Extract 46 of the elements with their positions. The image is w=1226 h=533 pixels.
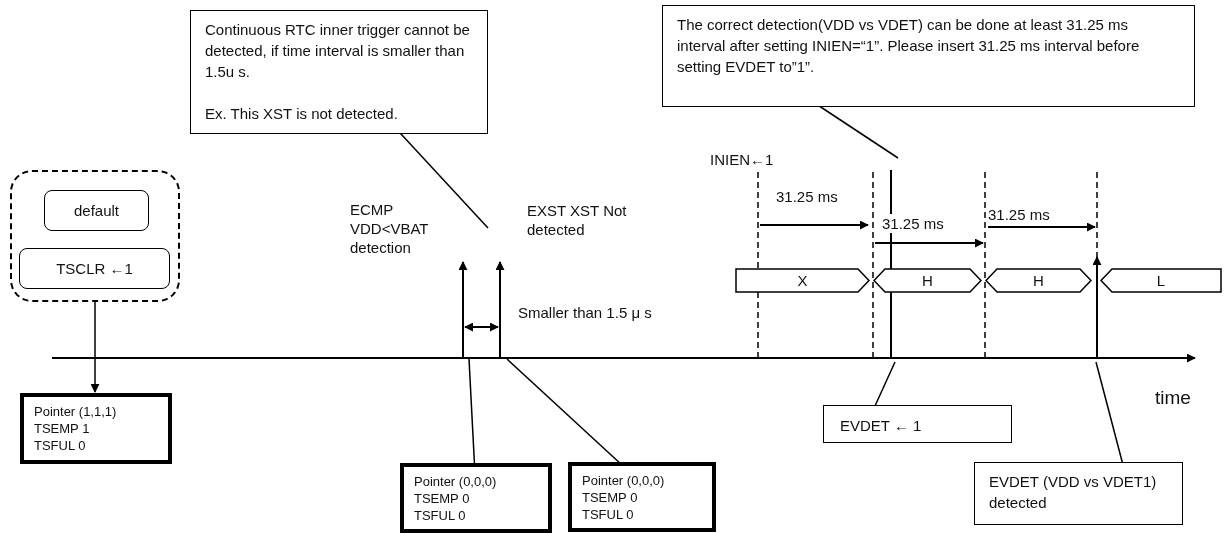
arrow — [90, 300, 100, 393]
dimension-label: 31.25 ms — [882, 214, 944, 233]
node-text: Ex. This XST is not detected. — [205, 104, 399, 124]
leader-line — [506, 358, 621, 464]
callout-box — [190, 10, 488, 134]
callout-tail — [874, 361, 896, 407]
bus-segment — [735, 268, 870, 293]
register-value: Pointer (0,0,0) — [582, 472, 666, 489]
callout-tail — [399, 132, 489, 229]
callout-box — [823, 405, 1012, 443]
register-value: TSEMP 0 — [414, 490, 471, 507]
register-box — [20, 393, 172, 464]
dashed-group-box — [10, 170, 180, 302]
callout-box — [662, 5, 1195, 107]
node-text: X — [797, 272, 808, 289]
node-text: TSCLR ←1 — [56, 260, 133, 277]
register-value: TSFUL 0 — [582, 506, 635, 523]
node-text: EVDET ← 1 — [840, 416, 923, 436]
node-text: Continuous RTC inner trigger cannot be detected, if time interval is smaller than 1.5u s. — [205, 20, 471, 82]
callout-box — [974, 462, 1183, 525]
node-text: L — [1156, 272, 1166, 289]
bus-segment — [1100, 268, 1222, 293]
callout-tail — [1095, 361, 1124, 464]
rounded-box — [44, 190, 149, 231]
node-text: The correct detection(VDD vs VDET) can be done at least 31.25 ms interval after setting INIEN=“1”. Please insert 31.25 ms interval before setting EVDET to”1”. — [677, 15, 1141, 77]
signal-label: ECMP VDD<VBAT detection — [350, 200, 430, 257]
node-text: H — [922, 272, 933, 289]
register-box — [400, 463, 552, 533]
signal-label: EXST XST Not detected — [527, 201, 627, 239]
register-value: TSEMP 1 — [34, 420, 91, 437]
node-text: default — [73, 202, 119, 219]
node-text: H — [1033, 272, 1044, 289]
bus-segment — [873, 268, 982, 293]
callout-tail — [818, 105, 899, 159]
rounded-box — [19, 248, 170, 289]
register-value: TSFUL 0 — [414, 507, 467, 524]
register-value: TSEMP 0 — [582, 489, 639, 506]
leader-line — [468, 358, 476, 465]
register-value: TSFUL 0 — [34, 437, 87, 454]
axis-label: time — [1155, 388, 1192, 407]
signal-label: INIEN←1 — [710, 150, 775, 169]
register-box — [568, 462, 716, 532]
register-value: Pointer (0,0,0) — [414, 473, 498, 490]
register-value: Pointer (1,1,1) — [34, 403, 118, 420]
node-text: EVDET (VDD vs VDET1) detected — [989, 472, 1158, 513]
bus-segment — [985, 268, 1092, 293]
